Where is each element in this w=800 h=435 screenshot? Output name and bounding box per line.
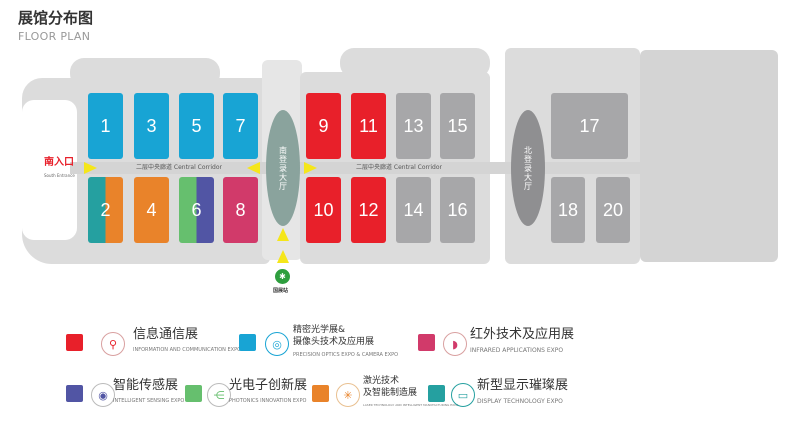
legend-swatch [66, 385, 83, 402]
metro-icon: ✱ [275, 269, 290, 284]
central-corridor [70, 162, 640, 174]
hall-4[interactable]: 4 [134, 177, 169, 243]
legend-label-en: INFORMATION AND COMMUNICATION EXPO [133, 347, 242, 353]
legend-label-en: INTELLIGENT SENSING EXPO [113, 398, 185, 404]
hall-16[interactable]: 16 [440, 177, 475, 243]
hall-11[interactable]: 11 [351, 93, 386, 159]
legend-swatch [312, 385, 329, 402]
lens-icon: ◎ [265, 332, 289, 356]
legend-label-en: PHOTONICS INNOVATION EXPO [229, 398, 307, 404]
legend-label-en: DISPLAY TECHNOLOGY EXPO [477, 398, 563, 405]
legend-label: 红外技术及应用展 [470, 327, 575, 342]
entrance-plaza [22, 100, 77, 240]
hall-3[interactable]: 3 [134, 93, 169, 159]
legend-swatch [239, 334, 256, 351]
arrow-right-icon [304, 162, 317, 174]
display-icon: ▭ [451, 383, 475, 407]
hall-15[interactable]: 15 [440, 93, 475, 159]
future-area [640, 50, 778, 262]
laser-icon: ✳ [336, 383, 360, 407]
hall-8[interactable]: 8 [223, 177, 258, 243]
arrow-up-icon [277, 228, 289, 241]
hall-1[interactable]: 1 [88, 93, 123, 159]
hall-12[interactable]: 12 [351, 177, 386, 243]
legend-label: 智能传感展 [113, 378, 179, 393]
hall-7[interactable]: 7 [223, 93, 258, 159]
arrow-right-icon [84, 162, 97, 174]
page-title: 展馆分布图 [18, 9, 94, 27]
legend-label-en: PRECISION OPTICS EXPO & CAMERA EXPO [293, 352, 399, 358]
hall-5[interactable]: 5 [179, 93, 214, 159]
infrared-icon: ◗ [443, 332, 467, 356]
legend-label: 精密光学展& 摄像头技术及应用展 [293, 325, 375, 347]
hall-10[interactable]: 10 [306, 177, 341, 243]
legend-label: 激光技术 及智能制造展 [363, 376, 418, 398]
hall-13[interactable]: 13 [396, 93, 431, 159]
corridor-label: 二层中央廊道 Central Corridor [356, 164, 442, 171]
legend-label: 光电子创新展 [229, 378, 308, 393]
legend-swatch [418, 334, 435, 351]
legend-label: 信息通信展 [133, 327, 199, 342]
south-entrance-label: 南入口 [44, 157, 74, 168]
legend-swatch [428, 385, 445, 402]
legend-label-en: INFRARED APPLICATIONS EXPO [470, 347, 564, 354]
hall-9[interactable]: 9 [306, 93, 341, 159]
site-background-ne [340, 48, 490, 78]
hall-20[interactable]: 20 [596, 177, 630, 243]
arrow-left-icon [247, 162, 260, 174]
hall-14[interactable]: 14 [396, 177, 431, 243]
page-subtitle: FLOOR PLAN [18, 30, 91, 43]
antenna-icon: ⚲ [101, 332, 125, 356]
north-lobby[interactable]: 北登录大厅 [511, 110, 545, 226]
legend-swatch [66, 334, 83, 351]
arrow-up-icon [277, 250, 289, 263]
metro-station-label[interactable]: 国展站 [273, 288, 289, 294]
hall-18[interactable]: 18 [551, 177, 585, 243]
legend-label-en: LASER TECHNOLOGY AND INTELLIGENT MANUFAC… [363, 403, 459, 407]
hall-2[interactable]: 2 [88, 177, 123, 243]
hall-6[interactable]: 6 [179, 177, 214, 243]
legend-label: 新型显示璀璨展 [477, 378, 569, 393]
hall-17[interactable]: 17 [551, 93, 628, 159]
south-lobby[interactable]: 南登录大厅 [266, 110, 300, 226]
corridor-label: 二层中央廊道 Central Corridor [136, 164, 222, 171]
legend-swatch [185, 385, 202, 402]
south-entrance-en: South Entrance [44, 173, 75, 178]
eye-icon: ◉ [91, 383, 115, 407]
network-icon: ⋲ [207, 383, 231, 407]
site-background-north [70, 58, 220, 88]
